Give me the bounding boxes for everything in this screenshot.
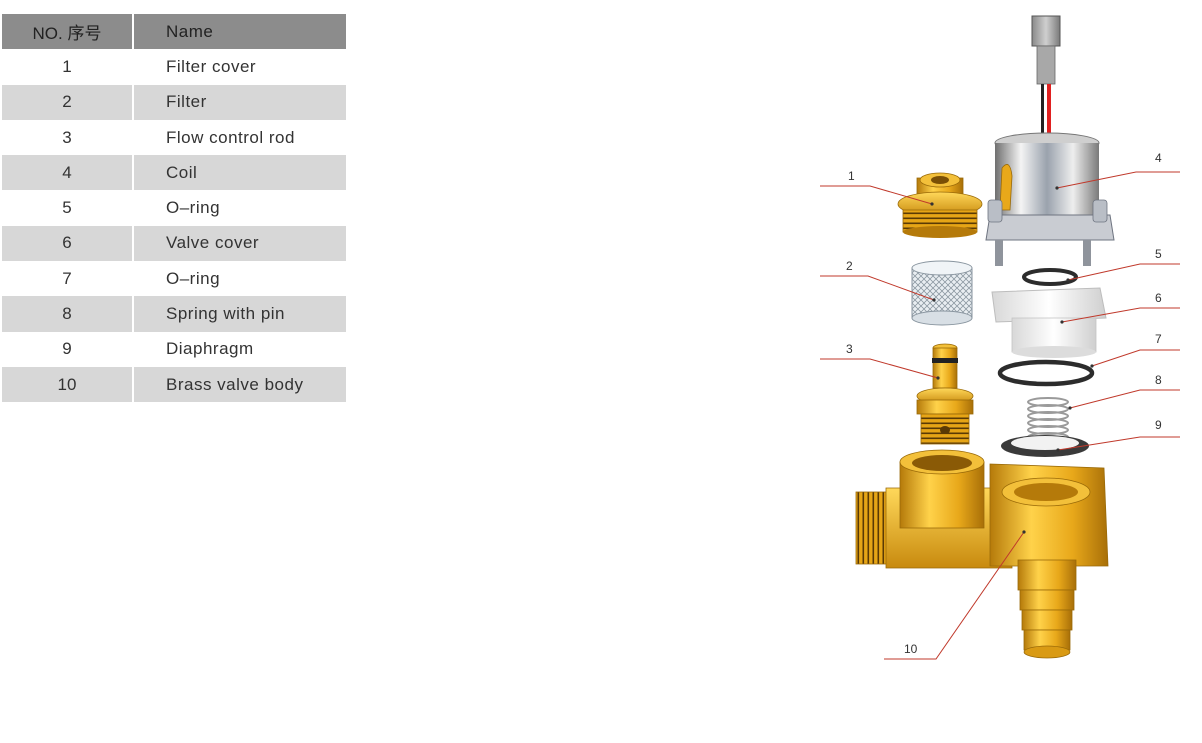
o-ring-small-part [1022,268,1078,286]
callout-1: 1 [848,169,855,183]
header-no: NO. 序号 [2,14,134,50]
valve-cover-part [991,287,1107,358]
row-name: Filter cover [133,49,348,85]
row-name: Brass valve body [133,366,348,403]
row-number: 5 [2,190,134,226]
callout-5: 5 [1155,247,1162,261]
diaphragm-part [1001,435,1089,457]
callout-4: 4 [1155,151,1162,165]
leader-line-3 [820,358,939,379]
o-ring-large-part [997,359,1095,387]
leader-line-8 [1069,389,1180,409]
row-number: 6 [2,225,134,262]
leader-line-4 [1056,171,1180,189]
callout-8: 8 [1155,373,1162,387]
row-number: 10 [2,366,134,403]
leader-line-1 [820,185,933,205]
row-name: Flow control rod [133,119,348,156]
callout-9: 9 [1155,418,1162,432]
row-number: 2 [2,84,134,120]
row-name: Diaphragm [133,331,348,367]
row-number: 1 [2,49,134,85]
callout-6: 6 [1155,291,1162,305]
row-number: 3 [2,119,134,156]
callout-7: 7 [1155,332,1162,346]
row-number: 9 [2,331,134,367]
leader-dots [930,186,1094,534]
row-number: 7 [2,261,134,297]
row-name: Filter [133,84,348,120]
filter-mesh-part [911,260,973,326]
leader-line-9 [1057,436,1180,451]
row-name: O–ring [133,261,348,297]
callout-10: 10 [904,642,918,656]
callout-2: 2 [846,259,853,273]
table-header-row: NO. 序号 Name [2,14,348,50]
leader-lines [820,171,1180,660]
row-name: Valve cover [133,225,348,262]
leader-line-7 [1091,349,1180,367]
row-name: O–ring [133,190,348,226]
leader-line-2 [820,275,935,301]
row-number: 8 [2,296,134,332]
callout-3: 3 [846,342,853,356]
brass-valve-body-part [855,449,1109,659]
filter-cover-part [897,172,983,238]
coil-part [985,15,1115,266]
row-name: Coil [133,155,348,191]
spring-part [1027,397,1069,442]
leader-line-10 [884,531,1025,660]
row-name: Spring with pin [133,296,348,332]
leader-line-6 [1061,307,1180,323]
leader-line-5 [1067,263,1180,281]
header-name: Name [133,14,348,50]
flow-control-rod-part [916,343,974,445]
row-number: 4 [2,155,134,191]
